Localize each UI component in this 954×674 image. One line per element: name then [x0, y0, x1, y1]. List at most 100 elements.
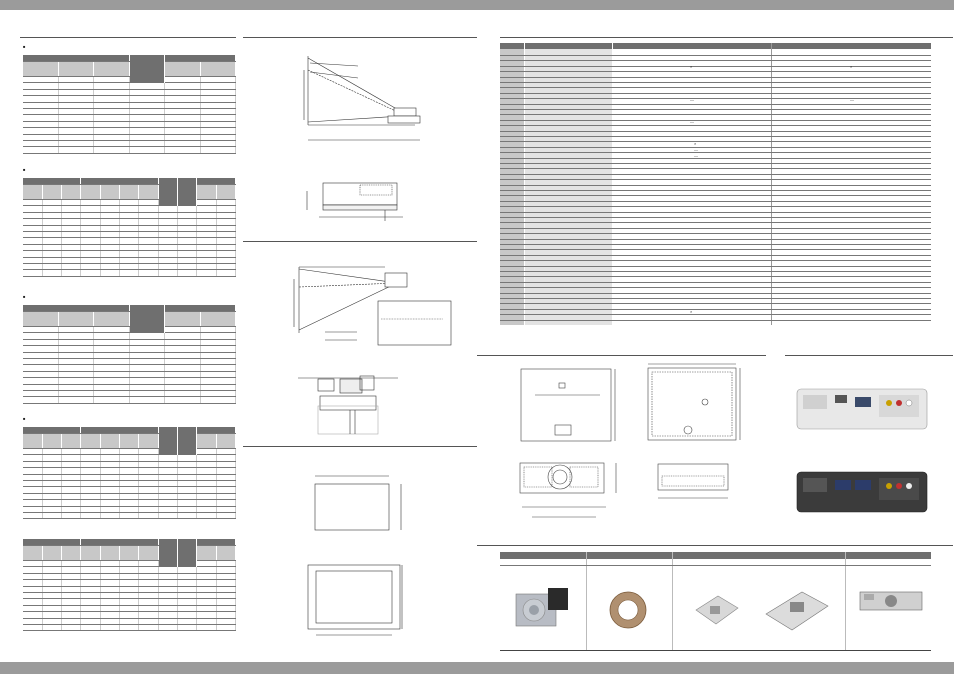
mount-adapter-icon — [859, 591, 923, 611]
spec-row — [500, 163, 931, 164]
spec-row — [500, 292, 931, 294]
lamp-module-icon — [515, 588, 568, 627]
throw-table-1 — [23, 55, 237, 154]
spec-row — [500, 109, 931, 110]
spec-table-item-column — [524, 49, 612, 325]
section-rule — [243, 241, 477, 242]
table-marker-text: ■ — [23, 416, 26, 421]
accessories-table — [500, 552, 931, 651]
section-rule — [243, 37, 477, 38]
ceiling-mount-front-diagram — [298, 375, 398, 435]
projector-rear-white-icon — [796, 388, 928, 430]
spec-row — [500, 179, 931, 181]
projector-rear-black-icon — [796, 471, 928, 513]
spec-row — [500, 287, 931, 289]
spec-row — [500, 119, 931, 121]
spec-row — [500, 55, 931, 56]
spec-row — [500, 200, 931, 202]
spec-row — [500, 60, 931, 62]
table-marker: ■ — [23, 294, 25, 299]
spec-row — [500, 238, 931, 240]
spec-table-header — [500, 43, 931, 49]
spec-row — [500, 271, 931, 272]
spec-row — [500, 130, 931, 132]
section-rule — [500, 37, 953, 38]
spec-table: × × — — — × — — × — [500, 43, 931, 325]
spec-row — [500, 249, 931, 251]
spec-mark: — — [694, 147, 698, 152]
section-rule — [477, 545, 953, 546]
projector-front-view-drawing — [519, 462, 617, 518]
spec-row — [500, 152, 931, 154]
spec-row — [500, 92, 931, 94]
spec-row — [500, 308, 931, 310]
top-bar — [0, 0, 954, 10]
spec-row — [500, 281, 931, 283]
table-marker-text: ■ — [23, 167, 26, 172]
spec-row — [500, 206, 931, 208]
spec-row — [500, 276, 931, 278]
section-rule — [477, 355, 766, 356]
spec-row — [500, 168, 931, 170]
spec-row — [500, 146, 931, 148]
spec-row — [500, 244, 931, 245]
projector-rear-view-drawing — [657, 463, 729, 499]
table-marker: ■ — [23, 167, 25, 172]
spec-mark: × — [690, 309, 693, 314]
spec-row — [500, 65, 931, 67]
throw-table-3 — [23, 305, 237, 404]
spec-row — [500, 319, 931, 321]
section-rule — [785, 355, 953, 356]
spec-row — [500, 98, 931, 100]
spec-row — [500, 222, 931, 224]
spec-row — [500, 298, 931, 299]
spec-mark: × — [690, 64, 693, 69]
spec-row — [500, 233, 931, 235]
spec-row — [500, 173, 931, 175]
spec-row — [500, 103, 931, 105]
spec-row — [500, 136, 931, 137]
spec-row — [500, 211, 931, 213]
spec-row — [500, 114, 931, 116]
spec-row — [500, 260, 931, 262]
spec-row — [500, 190, 931, 191]
accessories-header — [500, 552, 931, 559]
spec-mark: — — [694, 153, 698, 158]
throw-table-4 — [23, 427, 237, 520]
section-rule — [243, 446, 477, 447]
spec-row — [500, 157, 931, 159]
table-marker: ■ — [23, 416, 25, 421]
spec-row — [500, 217, 931, 218]
spec-mark: — — [850, 97, 854, 102]
table-marker-text: ■ — [23, 44, 26, 49]
spec-mark: — — [690, 97, 694, 102]
spec-row — [500, 314, 931, 316]
spec-row — [500, 87, 931, 89]
throw-table-5 — [23, 539, 237, 632]
lens-ring-icon — [609, 591, 647, 629]
table-marker-text: ■ — [23, 294, 26, 299]
ceiling-mount-icon — [765, 591, 829, 631]
screen-size-diagram-1 — [314, 475, 402, 531]
projection-side-diagram — [303, 56, 421, 141]
projector-top-view-drawing — [520, 368, 616, 442]
throw-table-2 — [23, 178, 237, 277]
ceiling-projection-diagram — [293, 266, 452, 346]
spec-row — [500, 184, 931, 186]
spec-row — [500, 141, 931, 143]
spec-row — [500, 125, 931, 127]
spec-mark: — — [690, 119, 694, 124]
spec-table-category-column — [500, 49, 524, 325]
spec-row — [500, 303, 931, 305]
spec-row — [500, 265, 931, 267]
spec-row — [500, 82, 931, 83]
projector-bottom-view-drawing — [647, 363, 741, 441]
spec-mark: × — [694, 141, 697, 146]
projector-side-view-diagram — [306, 182, 403, 221]
table-marker: ■ — [23, 44, 25, 49]
spec-row — [500, 227, 931, 229]
bottom-bar — [0, 662, 954, 674]
spec-row — [500, 71, 931, 73]
mount-bracket-icon — [695, 595, 739, 625]
spec-row — [500, 254, 931, 256]
